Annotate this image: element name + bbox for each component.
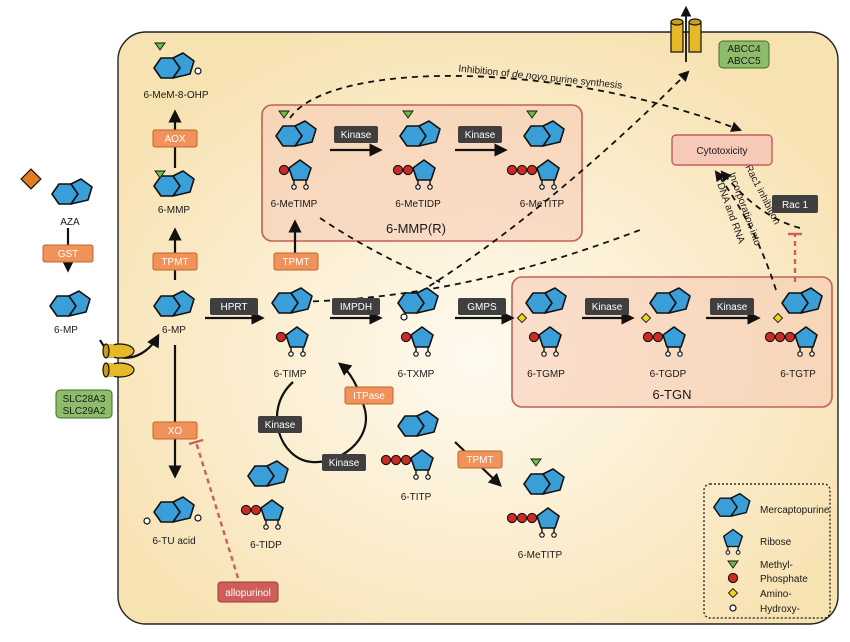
denovo-inhibition-path bbox=[289, 74, 743, 132]
gmps-label: GMPS bbox=[467, 302, 497, 313]
incorporation-path bbox=[714, 170, 777, 291]
cytotoxicity-box bbox=[671, 134, 773, 166]
efflux-path bbox=[419, 70, 690, 293]
gst-label: GST bbox=[58, 249, 79, 260]
tpmt2-label: TPMT bbox=[282, 257, 309, 268]
metitp-bottom-label: 6-MeTITP bbox=[518, 550, 563, 561]
enzyme-boxes: GST AOX TPMT TPMT XO ITPase TPMT HPRT IM… bbox=[42, 126, 818, 471]
allopurinol-box bbox=[217, 581, 279, 603]
aza-label: AZA bbox=[60, 217, 80, 228]
allopurinol-inhibition bbox=[194, 441, 240, 579]
mmp-zone-label: 6-MMP(R) bbox=[386, 221, 446, 236]
kinase-loop1-label: Kinase bbox=[265, 420, 296, 431]
slc28a3-label: SLC28A3 bbox=[63, 394, 106, 405]
kinase-tgn2-label: Kinase bbox=[717, 302, 748, 313]
efflux-transporter bbox=[670, 5, 702, 62]
rac1-path bbox=[720, 170, 801, 229]
allopurinol-inhibition-bar bbox=[188, 438, 204, 446]
metidp-label: 6-MeTIDP bbox=[395, 199, 441, 210]
legend-hydroxy: Hydroxy- bbox=[760, 604, 800, 615]
kinase-loop2-label: Kinase bbox=[329, 458, 360, 469]
cytotoxicity-label: Cytotoxicity bbox=[696, 146, 747, 157]
molecule-aza bbox=[20, 168, 93, 205]
legend-methyl: Methyl- bbox=[760, 560, 793, 571]
txmp-label: 6-TXMP bbox=[398, 369, 435, 380]
mp-in-label: 6-MP bbox=[162, 325, 186, 336]
rac1-label: Rac 1 bbox=[782, 200, 809, 211]
metimp-to-txmp-dashed bbox=[319, 217, 441, 283]
tu-label: 6-TU acid bbox=[152, 536, 195, 547]
memohp-label: 6-MeM-8-OHP bbox=[143, 90, 208, 101]
tidp-label: 6-TIDP bbox=[250, 540, 282, 551]
tgdp-label: 6-TGDP bbox=[650, 369, 687, 380]
legend: Mercaptopurine Ribose Methyl- Phosphate … bbox=[703, 483, 831, 619]
abcc4-label: ABCC4 bbox=[727, 44, 761, 55]
hprt-label: HPRT bbox=[220, 302, 247, 313]
mp-out-label: 6-MP bbox=[54, 325, 78, 336]
metimp-label: 6-MeTIMP bbox=[271, 199, 318, 210]
tgmp-label: 6-TGMP bbox=[527, 369, 565, 380]
legend-ribose: Ribose bbox=[760, 537, 792, 548]
metitp-top-label: 6-MeTITP bbox=[520, 199, 565, 210]
tpmt1-label: TPMT bbox=[161, 257, 188, 268]
tgn-zone-label: 6-TGN bbox=[653, 387, 692, 402]
xo-label: XO bbox=[168, 426, 183, 437]
legend-mercaptopurine: Mercaptopurine bbox=[760, 505, 830, 516]
efflux-transporter-label-box bbox=[718, 40, 770, 69]
compound-labels: AZA 6-MP 6-MP 6-MMP 6-MeM-8-OHP 6-TU aci… bbox=[54, 90, 816, 561]
kinase-mmp2-label: Kinase bbox=[465, 130, 496, 141]
kinase-mmp1-label: Kinase bbox=[341, 130, 372, 141]
itpase-label: ITPase bbox=[353, 391, 385, 402]
molecule-6mp-out bbox=[49, 290, 91, 317]
molecule-6mmp bbox=[153, 170, 195, 197]
slc29a2-label: SLC29A2 bbox=[63, 406, 106, 417]
uptake-transporter bbox=[102, 343, 135, 378]
tgtp-label: 6-TGTP bbox=[780, 369, 816, 380]
legend-amino: Amino- bbox=[760, 589, 792, 600]
mmp-label: 6-MMP bbox=[158, 205, 191, 216]
aox-label: AOX bbox=[164, 134, 185, 145]
allopurinol-label: allopurinol bbox=[225, 588, 271, 599]
legend-phosphate: Phosphate bbox=[760, 574, 808, 585]
kinase-tgn1-label: Kinase bbox=[592, 302, 623, 313]
uptake-transporter-label-box bbox=[55, 389, 113, 419]
titp-label: 6-TITP bbox=[401, 492, 432, 503]
tpmt3-label: TPMT bbox=[466, 455, 493, 466]
abcc5-label: ABCC5 bbox=[727, 56, 761, 67]
timp-label: 6-TIMP bbox=[274, 369, 307, 380]
impdh-label: IMPDH bbox=[340, 302, 372, 313]
